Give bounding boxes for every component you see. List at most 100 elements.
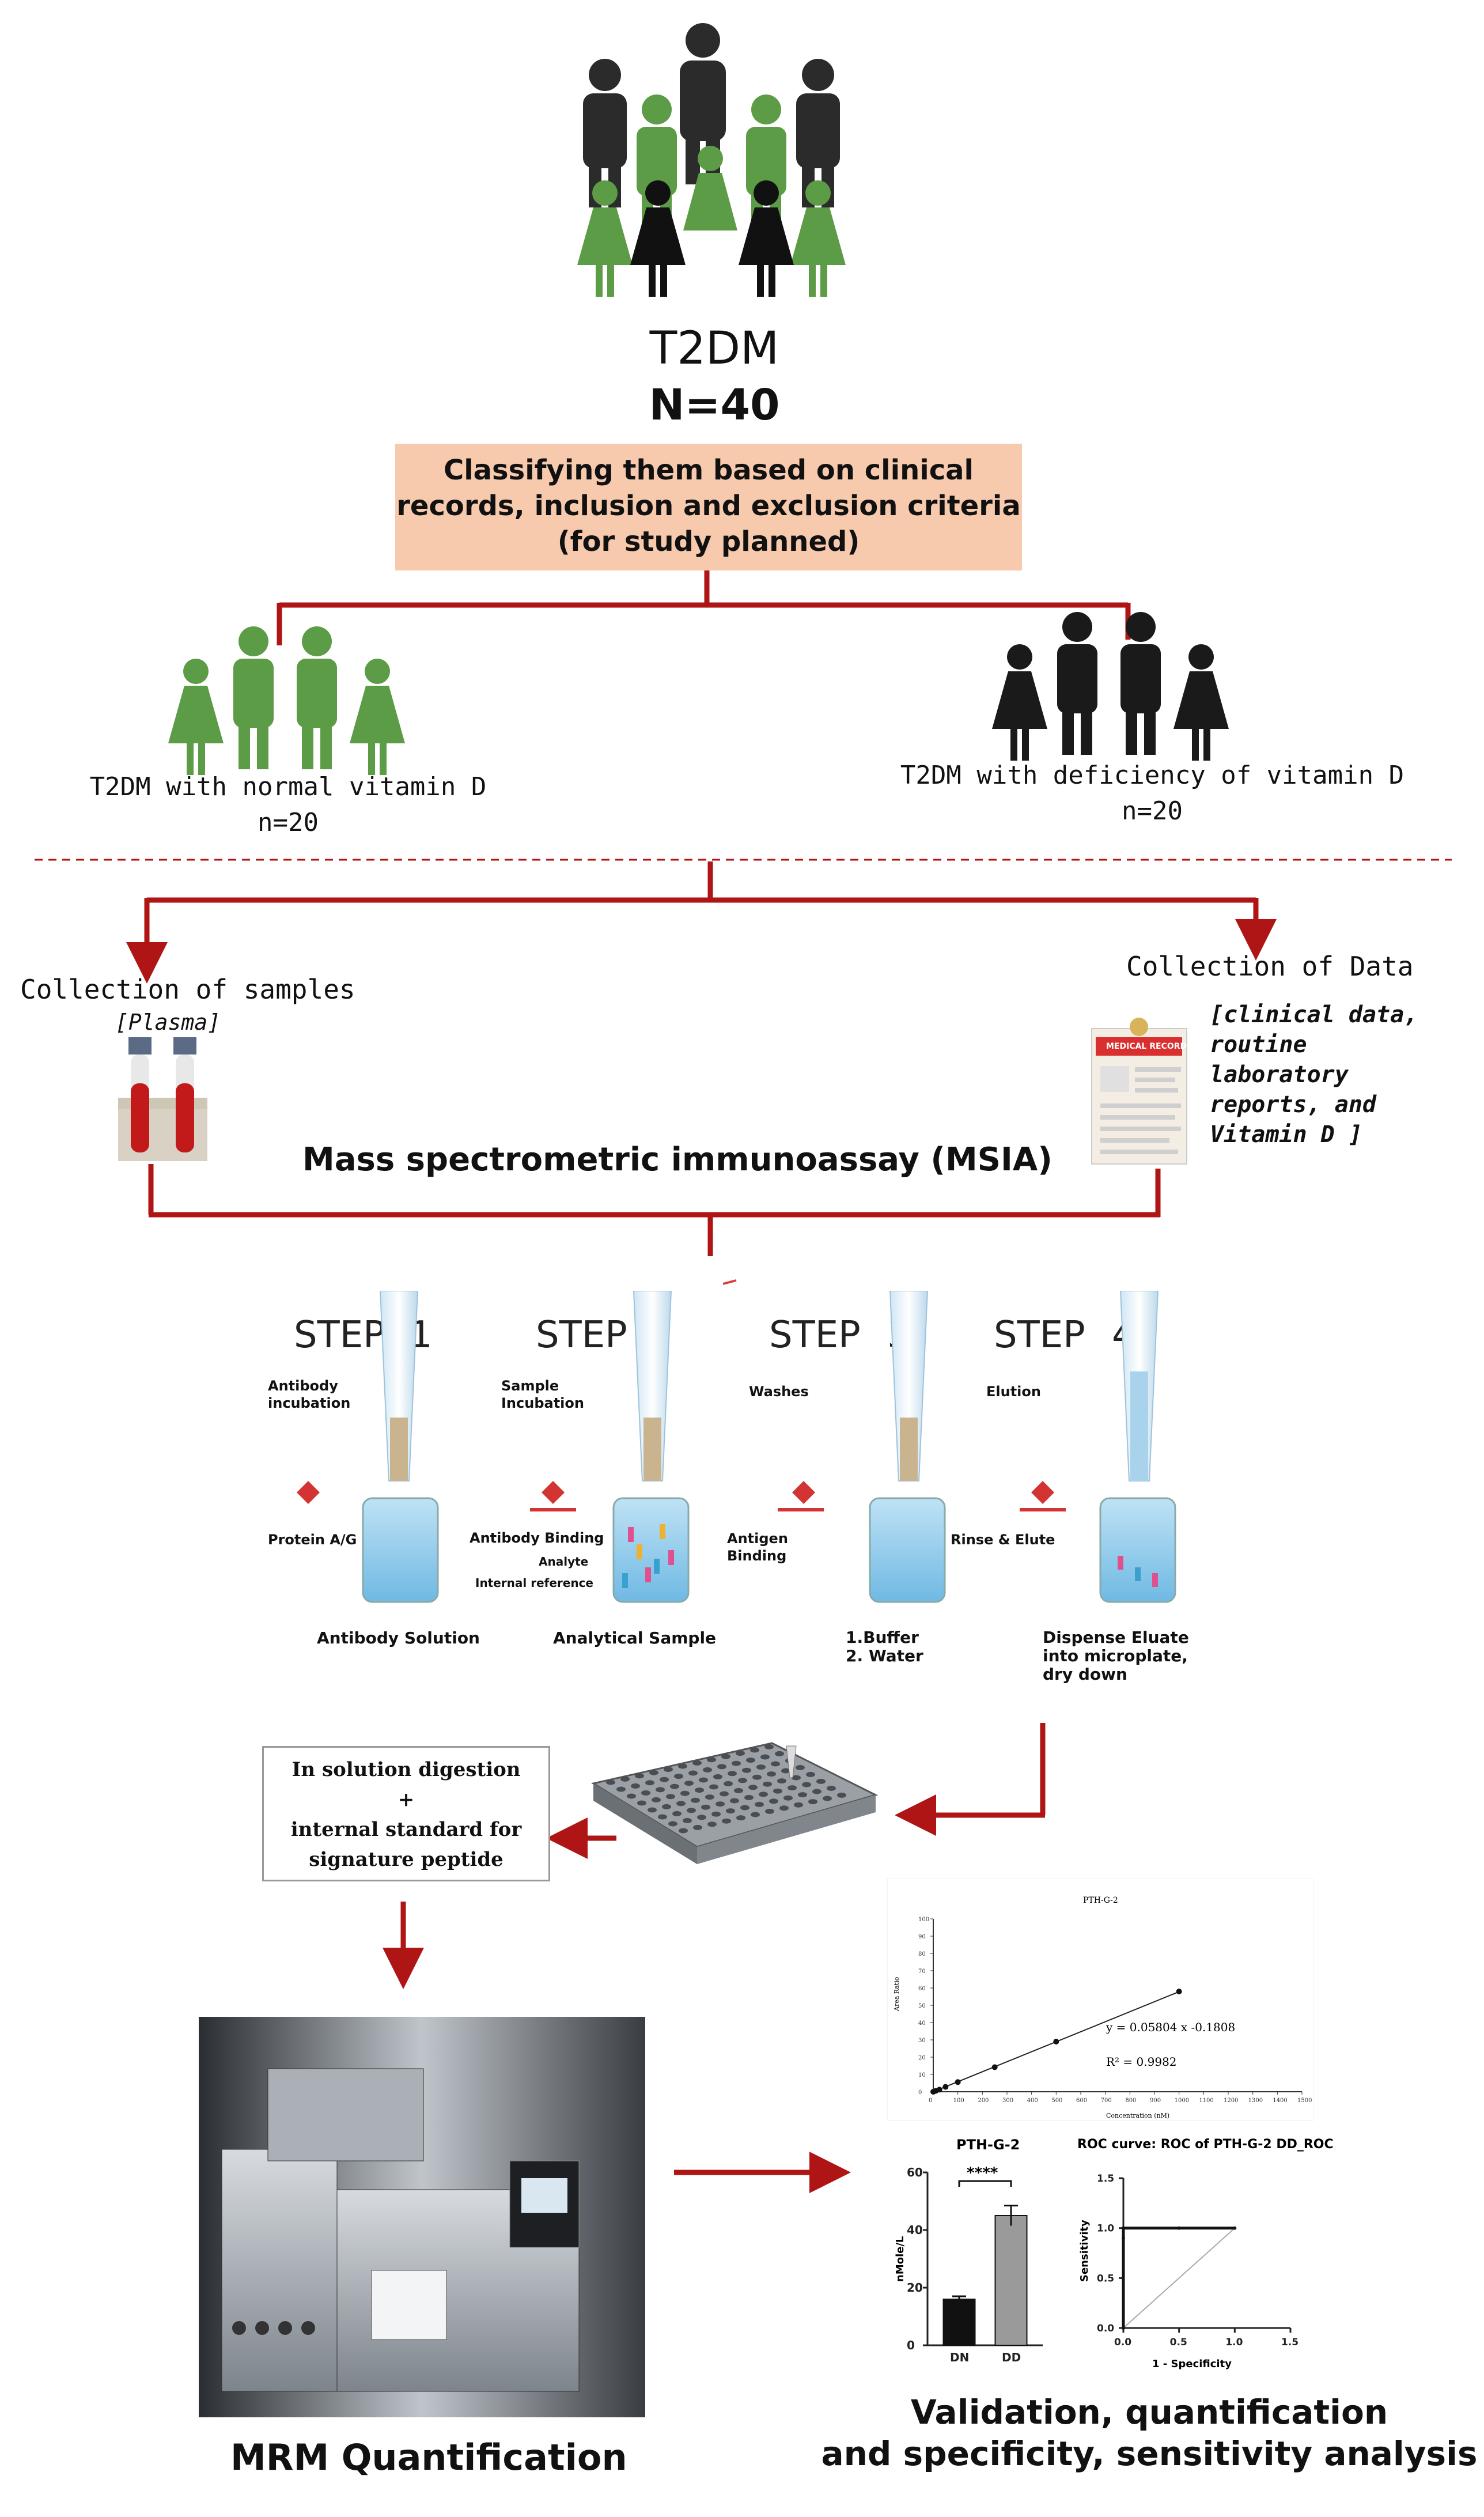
step-2-analyte: Analyte bbox=[539, 1555, 589, 1569]
caption-line: dry down bbox=[1043, 1665, 1127, 1684]
well bbox=[670, 1783, 679, 1789]
well bbox=[736, 1751, 745, 1756]
patient-crowd-icon bbox=[577, 23, 846, 297]
step-2-caption: Sample Incubation bbox=[501, 1377, 584, 1412]
well bbox=[816, 1778, 826, 1784]
well bbox=[711, 1811, 721, 1817]
bar-title: PTH-G-2 bbox=[956, 2137, 1020, 2153]
well bbox=[783, 1795, 793, 1801]
well bbox=[691, 1797, 700, 1803]
bar-ylabel: nMole/L bbox=[894, 2236, 906, 2282]
roc-point bbox=[1233, 2226, 1237, 2230]
x-tick-label: 600 bbox=[1076, 2098, 1087, 2104]
well bbox=[759, 1792, 768, 1797]
normal-group-n: n=20 bbox=[258, 808, 319, 837]
well bbox=[660, 1777, 669, 1782]
data-sub-line: reports, and bbox=[1210, 1091, 1376, 1118]
well bbox=[687, 1808, 696, 1813]
well bbox=[823, 1796, 832, 1801]
step-4-bottom: Dispense Eluate into microplate, dry dow… bbox=[1043, 1628, 1189, 1684]
x-tick-label: 0.0 bbox=[1114, 2337, 1131, 2348]
well bbox=[775, 1751, 784, 1756]
digestion-box: In solution digestion + internal standar… bbox=[262, 1746, 550, 1881]
well bbox=[740, 1805, 749, 1811]
well bbox=[755, 1801, 764, 1807]
well bbox=[777, 1778, 786, 1784]
well bbox=[781, 1768, 790, 1774]
roc-point bbox=[1122, 2226, 1125, 2230]
well bbox=[726, 1808, 735, 1814]
well bbox=[627, 1793, 636, 1799]
caption-line: Dispense Eluate bbox=[1043, 1628, 1189, 1647]
x-tick-label: 700 bbox=[1101, 2098, 1112, 2104]
well bbox=[683, 1817, 692, 1823]
well bbox=[773, 1788, 782, 1794]
data-sub-line: [clinical data, bbox=[1210, 1001, 1418, 1028]
roc-title: ROC curve: ROC of PTH-G-2 DD_ROC bbox=[1077, 2137, 1334, 2152]
normal-group-icon bbox=[168, 626, 405, 775]
mass-spectrometer-image bbox=[199, 2017, 645, 2417]
step-2-left-label: Antibody Binding bbox=[470, 1530, 604, 1546]
digestion-line: signature peptide bbox=[309, 1848, 504, 1871]
x-tick-label: 100 bbox=[953, 2098, 964, 2104]
msia-title: Mass spectrometric immunoassay (MSIA) bbox=[302, 1141, 1053, 1178]
classification-box: Classifying them based on clinical recor… bbox=[395, 444, 1022, 570]
well bbox=[716, 1801, 725, 1807]
validation-line: Validation, quantification bbox=[910, 2393, 1388, 2432]
well bbox=[767, 1771, 776, 1777]
well bbox=[769, 1798, 778, 1804]
normal-group-label: T2DM with normal vitamin D bbox=[89, 772, 487, 802]
well bbox=[764, 1744, 774, 1749]
x-tick-label: 1500 bbox=[1297, 2098, 1312, 2104]
well bbox=[771, 1761, 780, 1767]
well bbox=[656, 1787, 665, 1793]
medical-record-icon: MEDICAL RECORD bbox=[1089, 1014, 1190, 1167]
well bbox=[697, 1815, 706, 1820]
validation-line: and specificity, sensitivity analysis bbox=[821, 2434, 1478, 2473]
well bbox=[722, 1818, 731, 1824]
well bbox=[616, 1786, 626, 1792]
x-tick-label: 0 bbox=[929, 2098, 932, 2104]
well bbox=[641, 1790, 650, 1796]
well bbox=[756, 1764, 766, 1770]
well bbox=[676, 1801, 686, 1807]
y-tick-label: 40 bbox=[907, 2223, 923, 2237]
data-title: Collection of Data bbox=[1126, 951, 1414, 982]
well bbox=[734, 1787, 743, 1793]
well bbox=[631, 1783, 640, 1789]
well bbox=[652, 1797, 661, 1802]
well bbox=[701, 1804, 710, 1810]
caption-line: Sample bbox=[501, 1378, 559, 1394]
y-tick-label: 90 bbox=[918, 1934, 926, 1940]
well bbox=[808, 1799, 817, 1805]
well bbox=[668, 1821, 677, 1827]
calibration-point bbox=[1176, 1989, 1182, 1994]
caption-line: Washes bbox=[749, 1384, 809, 1400]
well bbox=[724, 1781, 733, 1786]
step-3-left-label: Antigen Binding bbox=[727, 1530, 788, 1564]
well bbox=[674, 1774, 683, 1779]
well bbox=[788, 1785, 797, 1791]
step-2-internal-ref: Internal reference bbox=[475, 1576, 593, 1590]
y-tick-label: 1.0 bbox=[1097, 2223, 1114, 2235]
x-tick-label: 800 bbox=[1125, 2098, 1136, 2104]
well bbox=[720, 1791, 729, 1797]
digestion-line: In solution digestion bbox=[292, 1758, 521, 1781]
step-3-caption: Washes bbox=[749, 1383, 809, 1400]
x-tick-label: 900 bbox=[1150, 2098, 1161, 2104]
well bbox=[606, 1779, 615, 1785]
y-tick-label: 50 bbox=[918, 2003, 926, 2009]
cohort-title: T2DM bbox=[649, 323, 779, 375]
y-tick-label: 40 bbox=[918, 2020, 926, 2027]
cohort-count: N=40 bbox=[649, 380, 780, 430]
well bbox=[707, 1757, 716, 1763]
step-word: STEP bbox=[536, 1314, 627, 1356]
well bbox=[760, 1754, 770, 1760]
calibration-point bbox=[955, 2079, 961, 2085]
well bbox=[664, 1767, 673, 1773]
well bbox=[713, 1774, 722, 1779]
caption-line: Incubation bbox=[501, 1395, 584, 1411]
caption-line: incubation bbox=[268, 1395, 351, 1411]
x-tick-label: 400 bbox=[1027, 2098, 1038, 2104]
y-tick-label: 20 bbox=[907, 2281, 923, 2295]
